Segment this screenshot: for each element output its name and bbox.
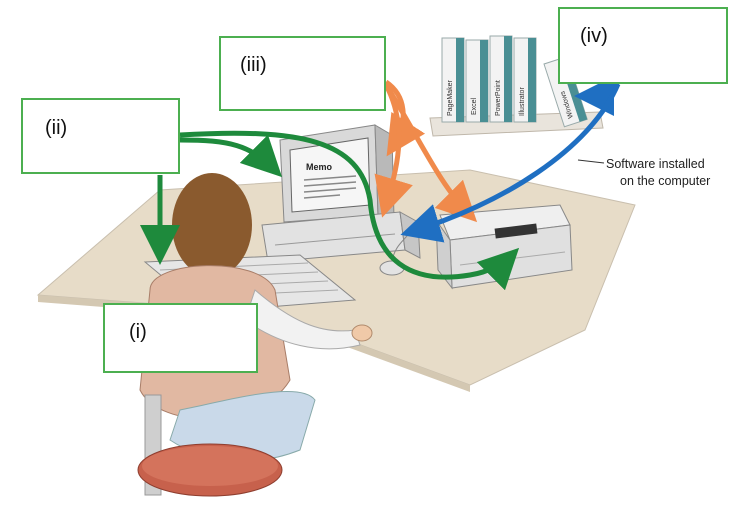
label-box-ii: (ii) [21, 98, 180, 174]
label-i-text: (i) [129, 321, 147, 343]
screen-text: Memo [306, 162, 333, 172]
book: Excel [465, 39, 489, 123]
chair [137, 394, 283, 497]
book: Illustrator [513, 37, 537, 123]
label-iv-text: (iv) [580, 25, 608, 47]
book-title: Excel [471, 97, 478, 115]
label-box-i: (i) [103, 303, 258, 373]
book: PageMaker [441, 37, 465, 123]
label-box-iv: (iv) [558, 7, 728, 84]
arrow-green-to-screen [179, 134, 283, 178]
desk-front-edge [38, 295, 470, 392]
book-title: Illustrator [519, 87, 526, 116]
software-caption-line2: on the computer [620, 174, 711, 188]
arrow-orange-to-printer [385, 86, 478, 223]
arrow-green-to-printer [179, 130, 520, 291]
book-title: PowerPoint [495, 80, 502, 116]
label-ii-text: (ii) [45, 117, 68, 139]
label-box-iii: (iii) [219, 36, 386, 111]
caption-pointer [577, 159, 605, 164]
software-caption: Software installed on the computer [606, 156, 740, 190]
software-caption-line1: Software installed [606, 157, 705, 171]
arrow-blue-to-unit [400, 83, 621, 243]
label-iii-text: (iii) [240, 54, 267, 76]
book: PowerPoint [489, 35, 513, 123]
book-title: PageMaker [447, 80, 454, 116]
